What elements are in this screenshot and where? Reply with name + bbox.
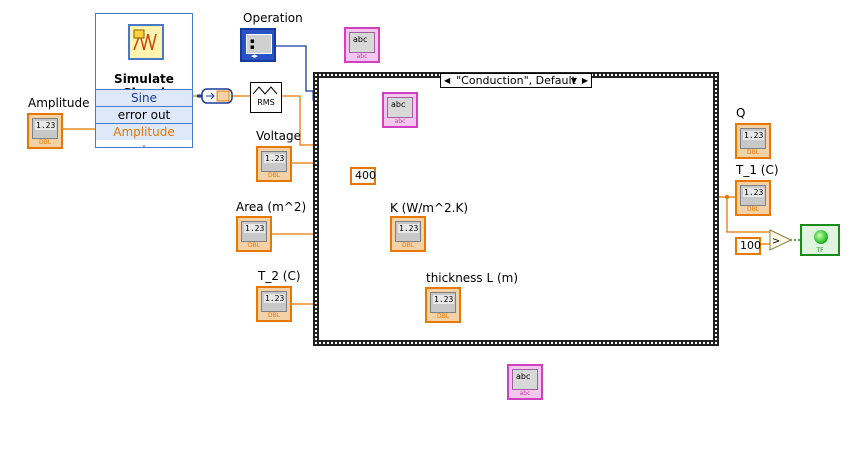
prev-case-arrow-icon[interactable]: ◀ — [444, 76, 451, 85]
simulate-signal-vi[interactable]: Simulate Signal Sine error out Amplitude… — [95, 13, 193, 149]
t2-label: T_2 (C) — [258, 269, 301, 283]
k-label: K (W/m^2.K) — [390, 201, 469, 215]
q-label: Q — [736, 106, 746, 120]
sim-row-sine[interactable]: Sine — [96, 89, 192, 106]
sim-row-amplitude[interactable]: Amplitude — [96, 123, 192, 140]
greater-than-node: > — [769, 229, 793, 251]
svg-text:>: > — [772, 236, 780, 247]
thickness-label: thickness L (m) — [426, 271, 519, 285]
voltage-label: Voltage — [256, 129, 302, 143]
amplitude-label: Amplitude — [28, 96, 90, 110]
bool-tag: TF — [816, 247, 824, 254]
operation-label: Operation — [243, 11, 303, 25]
case-selector[interactable]: ◀ "Conduction", Default ▼ ▶ — [440, 73, 592, 88]
rms-label: RMS — [257, 98, 275, 107]
t1-label: T_1 (C) — [736, 163, 779, 177]
enum-panel-icon: ▪ ▪ — [246, 34, 272, 54]
operation-enum-terminal[interactable]: ▪ ▪ ◂▸ — [240, 28, 276, 62]
expand-chevron-icon[interactable]: ⌄ — [140, 140, 148, 149]
simulate-signal-icon — [128, 24, 164, 60]
convert-dynamic-node — [201, 88, 233, 104]
enum-arrows-icon: ◂▸ — [251, 52, 259, 60]
boolean-led-indicator[interactable]: TF — [800, 224, 840, 256]
led-icon — [814, 230, 828, 244]
area-label: Area (m^2) — [236, 200, 307, 214]
constant-400[interactable]: 400 — [350, 167, 376, 185]
next-case-arrow-icon[interactable]: ▶ — [581, 76, 588, 85]
case-dropdown-icon[interactable]: ▼ — [570, 76, 577, 85]
rms-vi[interactable]: RMS — [250, 82, 282, 113]
constant-100[interactable]: 100 — [735, 237, 761, 255]
case-selector-label: "Conduction", Default — [456, 74, 576, 87]
sim-row-error-out[interactable]: error out — [96, 106, 192, 123]
case-structure[interactable] — [313, 72, 719, 346]
rms-wave-icon — [252, 86, 278, 95]
